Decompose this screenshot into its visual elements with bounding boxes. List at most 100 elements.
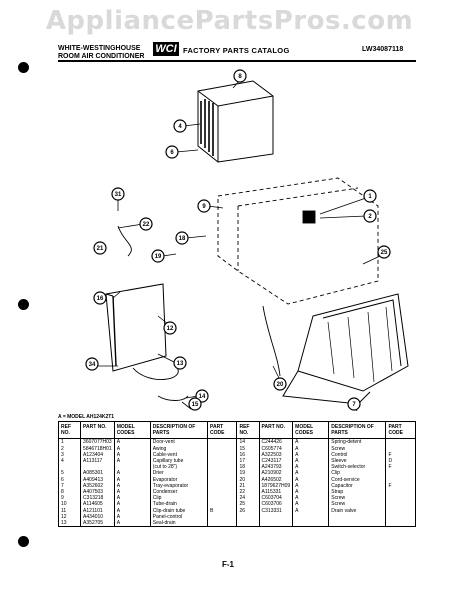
table-cell	[385, 489, 416, 496]
callout-34: 34	[85, 357, 99, 371]
binder-hole	[18, 536, 29, 547]
page-number: F-1	[222, 560, 234, 569]
table-cell: A243793	[259, 464, 294, 471]
table-cell	[207, 520, 238, 527]
table-cell: 14	[236, 438, 260, 446]
evaporator-coil-drawing	[197, 80, 274, 163]
table-cell: B	[207, 507, 238, 514]
table-cell: A	[292, 482, 330, 490]
table-cell	[385, 520, 416, 527]
table-cell	[385, 476, 416, 483]
callout-9: 9	[197, 199, 211, 213]
table-cell: A407503	[80, 489, 115, 496]
callout-20: 20	[273, 377, 287, 391]
table-cell: 6	[58, 476, 82, 483]
model-note: A = MODEL AH124K2T1	[58, 414, 115, 420]
table-cell: A	[114, 476, 151, 483]
binder-hole	[18, 62, 29, 73]
table-cell: A	[292, 445, 330, 452]
table-cell	[80, 464, 115, 471]
table-cell: F	[385, 482, 416, 490]
table-cell: A	[114, 489, 151, 496]
callout-19: 19	[151, 249, 165, 263]
table-cell: Screw	[328, 495, 387, 502]
table-cell: Spring-detent	[328, 438, 387, 446]
callout-label: 1	[368, 194, 372, 200]
table-cell: 1879627H09	[259, 482, 294, 490]
table-cell: 8	[58, 489, 82, 496]
wci-logo: WCI	[153, 42, 179, 56]
callout-label: 8	[238, 74, 242, 80]
table-cell: 17	[236, 458, 260, 465]
table-cell	[207, 501, 238, 508]
table-cell: A	[114, 438, 151, 446]
document-number: LW34087118	[362, 46, 404, 53]
table-cell: A	[114, 445, 151, 452]
table-cell: C244426	[259, 438, 294, 446]
table-cell	[207, 489, 238, 496]
table-cell: 2	[58, 445, 82, 452]
callout-label: 25	[381, 250, 388, 256]
table-cell	[328, 520, 387, 527]
table-cell: Capacitor	[328, 482, 387, 490]
catalog-title: FACTORY PARTS CATALOG	[183, 46, 290, 55]
table-cell	[207, 470, 238, 477]
table-cell: C243117	[259, 458, 294, 465]
table-cell: A	[114, 520, 151, 527]
table-cell	[207, 458, 238, 465]
table-cell: 7	[58, 482, 82, 490]
table-cell: 20	[236, 476, 260, 483]
table-cell: C313331	[259, 507, 294, 514]
table-cell: Awing	[150, 445, 209, 452]
table-cell: Cord-service	[328, 476, 387, 483]
table-cell: D	[385, 458, 416, 465]
table-cell: 18	[236, 464, 260, 471]
header-rule	[58, 60, 416, 62]
table-cell	[292, 520, 330, 527]
table-cell: 9	[58, 495, 82, 502]
callout-label: 13	[177, 361, 184, 367]
table-cell: A	[114, 513, 151, 521]
wiring-drawing	[117, 225, 281, 401]
table-cell: F	[385, 451, 416, 459]
col-description: DESCRIPTION OF PARTS	[150, 421, 209, 440]
col-ref-no: REF NO.	[58, 421, 82, 440]
table-cell: Capillary tube	[150, 458, 209, 465]
table-cell: Panel-control	[150, 513, 209, 521]
table-cell: A	[114, 482, 151, 490]
table-cell: C603706	[259, 501, 294, 508]
table-cell: Drier	[150, 470, 209, 477]
parts-table: REF NO. PART NO. MODEL CODES DESCRIPTION…	[58, 421, 416, 528]
callout-label: 7	[352, 402, 356, 408]
table-cell: A	[114, 507, 151, 514]
brand-line-1: WHITE-WESTINGHOUSE	[58, 45, 141, 52]
table-cell: A352602	[80, 482, 115, 490]
table-cell	[236, 520, 260, 527]
table-cell: 13	[58, 520, 82, 527]
table-cell: C603704	[259, 495, 294, 502]
table-cell	[114, 464, 151, 471]
table-cell: 25	[236, 501, 260, 508]
table-cell: A	[114, 501, 151, 508]
callout-label: 16	[97, 296, 104, 302]
table-cell: 15	[236, 445, 260, 452]
col-ref-no-2: REF NO.	[236, 421, 260, 440]
callout-label: 12	[167, 326, 174, 332]
table-cell	[207, 445, 238, 452]
table-cell: 4	[58, 458, 82, 465]
table-cell: Drain valve	[328, 507, 387, 514]
table-cell	[207, 438, 238, 446]
table-cell	[236, 513, 260, 521]
table-cell: A	[292, 470, 330, 477]
table-cell: Switch-selector	[328, 464, 387, 471]
table-cell: Condenser	[150, 489, 209, 496]
callout-15: 15	[188, 397, 202, 411]
table-cell: 1	[58, 438, 82, 446]
table-cell: Tube-drain	[150, 501, 209, 508]
col-part-no: PART NO.	[80, 421, 115, 440]
